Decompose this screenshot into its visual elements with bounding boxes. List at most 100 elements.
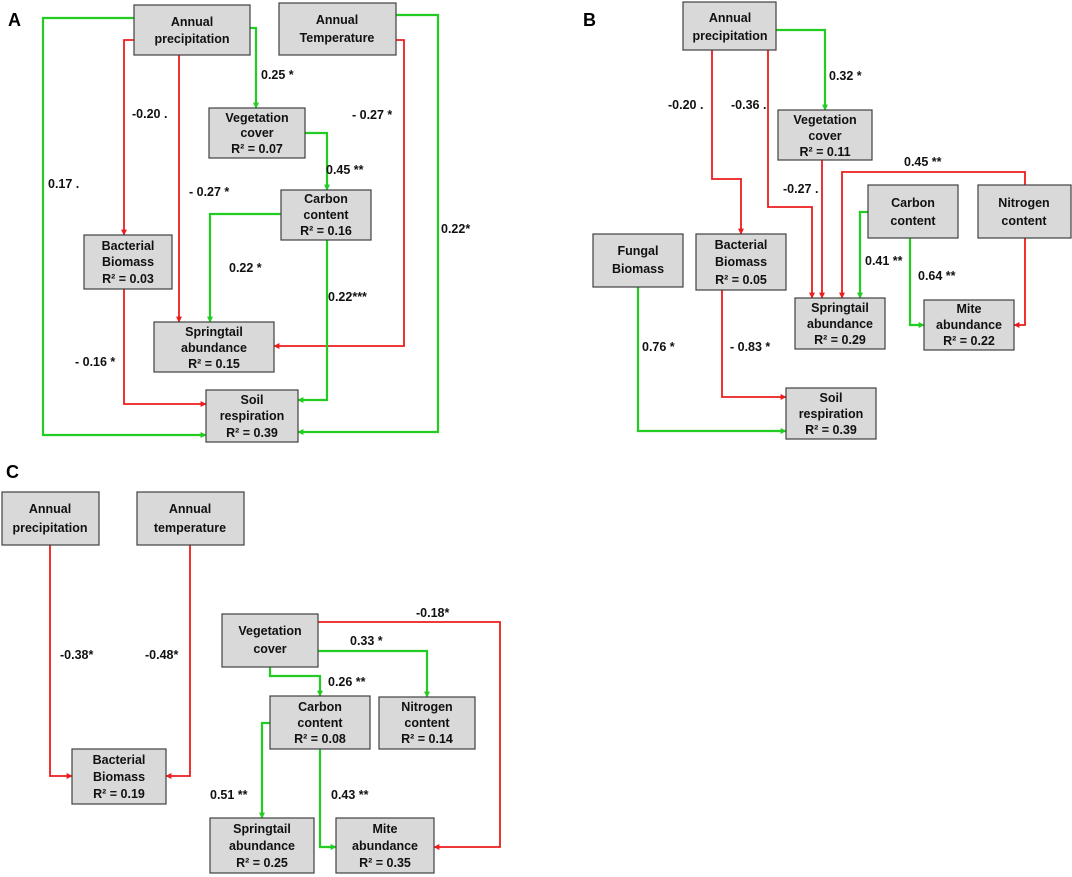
coef-b-carbon-mite: 0.64 **	[918, 269, 956, 283]
coef-a-carbon-spring: 0.22 *	[229, 261, 262, 275]
node-label: R² = 0.03	[102, 272, 154, 286]
panel-b-label: B	[583, 10, 596, 30]
node-label: R² = 0.25	[236, 856, 288, 870]
node-label: Carbon	[298, 700, 342, 714]
node-label: R² = 0.14	[401, 732, 453, 746]
node-label: Bacterial	[715, 238, 768, 252]
node-label: Bacterial	[93, 753, 146, 767]
panel-a-label: A	[8, 10, 21, 30]
node-label: Soil	[820, 391, 843, 405]
coef-a-temp-soil: 0.22*	[441, 222, 470, 236]
edge-c-carbon-spring	[259, 721, 270, 819]
node-label: Annual	[29, 502, 71, 516]
edge-b-precip-veg	[776, 28, 828, 111]
node-label: content	[303, 208, 349, 222]
node-b-springtail-abundance	[794, 297, 886, 350]
node-a-annual-temperature	[278, 2, 397, 56]
coef-c-carbon-mite: 0.43 **	[331, 788, 369, 802]
node-label: Biomass	[715, 255, 767, 269]
node-label: cover	[808, 129, 841, 143]
edge-c-carbon-mite	[318, 749, 337, 850]
coef-c-precip-bact: -0.38*	[60, 648, 93, 662]
coef-a-precip-spring: - 0.27 *	[189, 185, 229, 199]
edge-c-veg-carbon	[268, 667, 323, 697]
coef-c-veg-nitrogen: 0.33 *	[350, 634, 383, 648]
node-a-vegetation-cover	[208, 107, 306, 159]
node-label: Soil	[241, 393, 264, 407]
coef-c-carbon-spring: 0.51 **	[210, 788, 248, 802]
edge-a-bact-soil	[123, 289, 207, 407]
node-label: Annual	[316, 13, 358, 27]
node-c-carbon-content	[269, 695, 371, 750]
node-label: Vegetation	[238, 624, 301, 638]
node-label: Nitrogen	[401, 700, 452, 714]
node-label: abundance	[229, 839, 295, 853]
coef-c-veg-carbon: 0.26 **	[328, 675, 366, 689]
node-b-fungal-biomass	[592, 233, 684, 288]
node-label: R² = 0.16	[300, 224, 352, 238]
node-label: abundance	[807, 317, 873, 331]
panel-c: C Annual precipitation Annual temperatur…	[1, 462, 501, 874]
node-label: Annual	[171, 15, 213, 29]
node-a-annual-precipitation	[133, 4, 251, 56]
edge-b-precip-bact	[711, 50, 744, 235]
node-label: temperature	[154, 521, 226, 535]
node-c-bacterial-biomass	[71, 748, 167, 805]
node-label: content	[297, 716, 343, 730]
coef-b-carbon-spring: 0.41 **	[865, 254, 903, 268]
panel-b: B Annual precipitation Vegetation cover …	[583, 1, 1072, 440]
edge-a-precip-veg	[250, 26, 259, 109]
edge-c-temp-bact	[165, 545, 191, 779]
coef-a-veg-carbon: 0.45 **	[326, 163, 364, 177]
node-b-annual-precipitation	[682, 1, 777, 51]
node-label: R² = 0.22	[943, 334, 995, 348]
node-label: content	[890, 214, 936, 228]
node-label: Temperature	[300, 31, 375, 45]
node-label: Vegetation	[793, 113, 856, 127]
node-label: precipitation	[154, 32, 229, 46]
node-label: Nitrogen	[998, 196, 1049, 210]
node-label: respiration	[799, 407, 864, 421]
edge-b-nitrogen-spring	[839, 171, 1026, 299]
node-label: R² = 0.39	[805, 423, 857, 437]
node-label: Springtail	[233, 822, 291, 836]
node-label: respiration	[220, 409, 285, 423]
node-label: Biomass	[612, 262, 664, 276]
node-label: abundance	[936, 318, 1002, 332]
node-label: Mite	[373, 822, 398, 836]
node-label: Biomass	[93, 770, 145, 784]
node-label: Annual	[709, 11, 751, 25]
coef-a-temp-spring: - 0.27 *	[352, 108, 392, 122]
coef-a-precip-soil: 0.17 .	[48, 177, 79, 191]
coef-b-precip-spring: -0.36 .	[731, 98, 766, 112]
node-a-carbon-content	[280, 189, 372, 241]
coef-c-veg-mite: -0.18*	[416, 606, 449, 620]
node-label: R² = 0.39	[226, 426, 278, 440]
node-label: cover	[253, 642, 286, 656]
coef-a-precip-bact: -0.20 .	[132, 107, 167, 121]
coef-a-carbon-soil: 0.22***	[328, 290, 367, 304]
node-c-annual-temperature	[136, 491, 245, 546]
edge-a-precip-bact	[121, 39, 134, 236]
edge-c-precip-bact	[49, 545, 73, 779]
panel-c-label: C	[6, 462, 19, 482]
node-b-soil-respiration	[785, 387, 877, 440]
coef-b-fungal-soil: 0.76 *	[642, 340, 675, 354]
node-label: precipitation	[12, 521, 87, 535]
node-label: Bacterial	[102, 239, 155, 253]
coef-b-precip-veg: 0.32 *	[829, 69, 862, 83]
node-label: Springtail	[185, 325, 243, 339]
node-label: Carbon	[891, 196, 935, 210]
edge-a-carbon-spring	[207, 212, 281, 323]
node-label: Biomass	[102, 255, 154, 269]
node-b-nitrogen-content	[977, 184, 1072, 239]
node-label: Vegetation	[225, 111, 288, 125]
node-label: R² = 0.35	[359, 856, 411, 870]
node-c-nitrogen-content	[378, 696, 476, 750]
node-c-annual-precipitation	[1, 491, 100, 546]
node-a-soil-respiration	[205, 389, 299, 443]
edge-b-fungal-soil	[636, 287, 787, 434]
node-label: Fungal	[618, 244, 659, 258]
edge-c-veg-nitrogen	[318, 649, 430, 698]
